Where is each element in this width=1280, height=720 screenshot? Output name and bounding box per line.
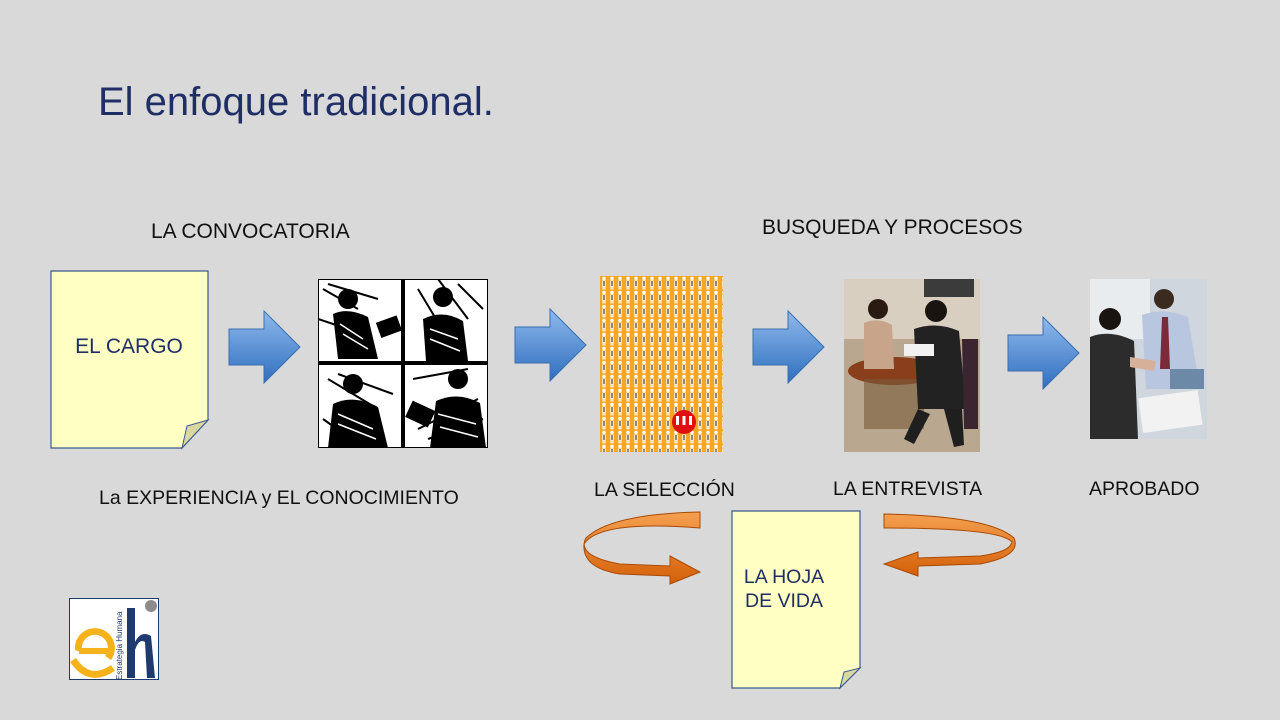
note-hoja-de-vida-label: LA HOJA DE VIDA [734, 565, 834, 613]
people-working-woodcut-image [318, 279, 488, 448]
label-experiencia: La EXPERIENCIA y EL CONOCIMIENTO [99, 487, 459, 509]
crowd-selection-image [600, 276, 723, 452]
curved-arrow-left-icon [583, 511, 702, 585]
note-hoja-de-vida [731, 510, 862, 690]
interview-photo-image [844, 279, 980, 452]
arrow-right-icon [1007, 316, 1080, 390]
slide-title: El enfoque tradicional. [98, 80, 494, 124]
handshake-photo-image [1090, 279, 1207, 439]
label-entrevista: LA ENTREVISTA [833, 478, 983, 500]
logo-text: Estrategia Humana [115, 611, 124, 680]
eh-logo-icon: Estrategia Humana [69, 598, 159, 680]
arrow-right-icon [228, 310, 301, 384]
note-el-cargo-label: EL CARGO [75, 335, 183, 358]
note-el-cargo [50, 270, 210, 450]
label-seleccion: LA SELECCIÓN [594, 479, 735, 501]
note-hoja-line1: LA HOJA [743, 566, 825, 588]
note-hoja-line2: DE VIDA [744, 590, 824, 612]
arrow-right-icon [752, 310, 825, 384]
heading-busqueda: BUSQUEDA Y PROCESOS [762, 216, 1023, 239]
curved-arrow-right-icon [882, 513, 1016, 577]
label-aprobado: APROBADO [1089, 478, 1200, 500]
arrow-right-icon [514, 308, 587, 382]
heading-convocatoria: LA CONVOCATORIA [151, 220, 350, 243]
